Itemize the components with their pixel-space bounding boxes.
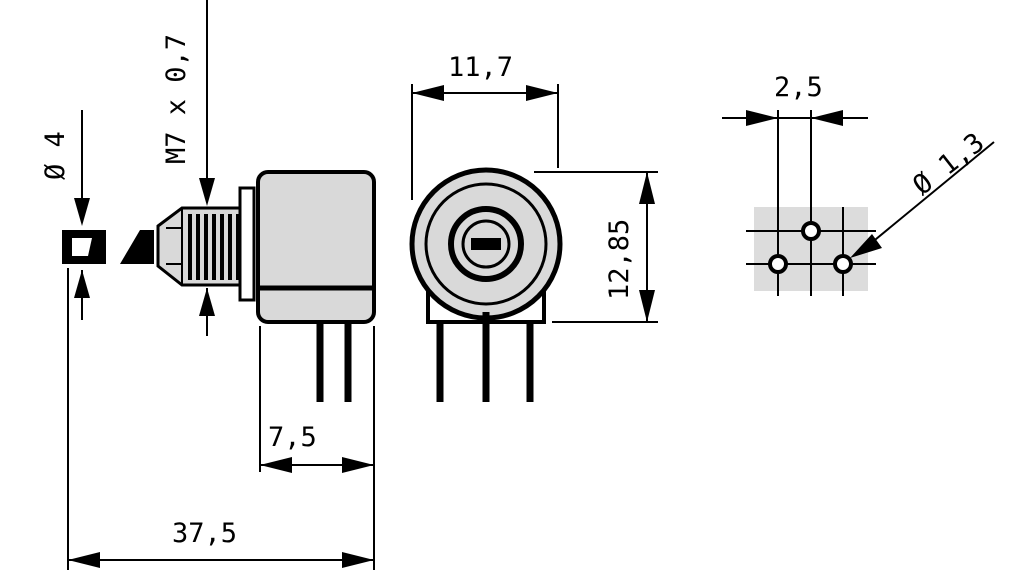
dim-pin-hole-diameter: Ø 1,3 [850, 127, 995, 258]
dim-pin-pitch-label: 2,5 [774, 72, 823, 103]
dim-body-height-label: 12,85 [604, 219, 635, 300]
side-view: Ø 4 M7 x 0,7 7,5 37,5 [40, 0, 376, 570]
front-view: 11,7 12,85 [409, 52, 658, 402]
dim-thread: M7 x 0,7 [161, 0, 215, 336]
dim-overall-length: 37,5 [67, 268, 374, 570]
footprint-holes [768, 221, 853, 274]
dim-body-depth: 7,5 [259, 326, 375, 570]
side-housing [256, 170, 376, 324]
shaft-tip [62, 230, 154, 264]
dim-shaft-diameter-label: Ø 4 [40, 131, 71, 180]
front-pins [436, 312, 534, 402]
dim-body-width-label: 11,7 [448, 52, 513, 83]
dim-shaft-diameter: Ø 4 [40, 110, 90, 320]
dim-overall-length-label: 37,5 [172, 518, 237, 549]
dim-pin-pitch: 2,5 [722, 72, 868, 126]
thread-lines [188, 214, 240, 280]
side-pins [316, 322, 352, 402]
pcb-footprint: 2,5 Ø 1,3 [722, 72, 995, 296]
dim-thread-label: M7 x 0,7 [161, 34, 192, 164]
dim-pin-hole-diameter-label: Ø 1,3 [907, 127, 990, 201]
front-rotor [409, 167, 563, 321]
rotor-slot [471, 238, 501, 250]
dim-body-width: 11,7 [411, 52, 559, 200]
threaded-bushing [156, 186, 256, 302]
dim-body-height: 12,85 [534, 171, 658, 323]
dim-body-depth-label: 7,5 [268, 422, 317, 453]
